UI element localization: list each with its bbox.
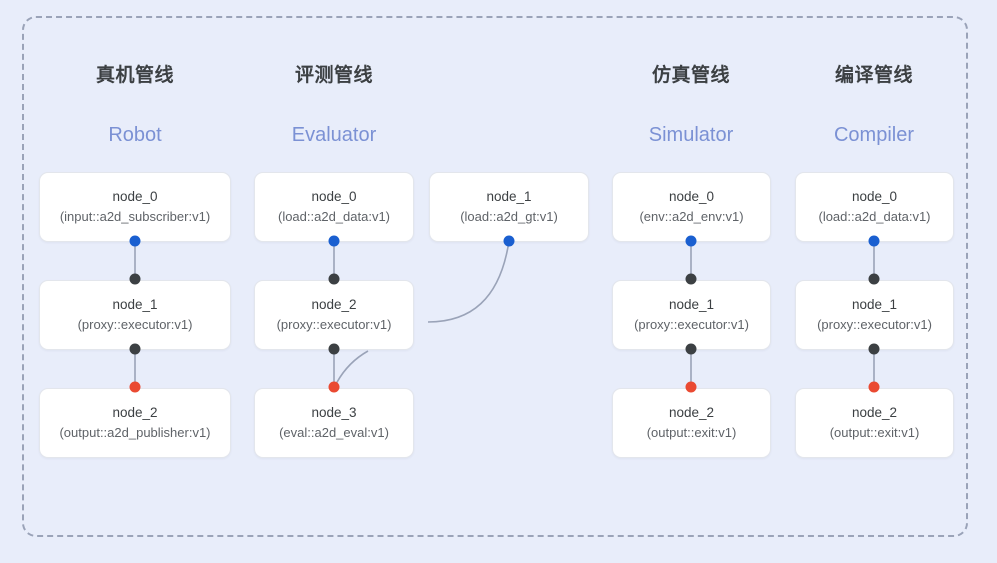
column-title-evaluator: 评测管线 [294, 65, 373, 86]
node-spec: (input::a2d_subscriber:v1) [59, 208, 211, 224]
port-compiler-0-out[interactable] [868, 235, 880, 247]
column-subtitle-evaluator: Evaluator [291, 124, 377, 146]
node-robot-1[interactable]: node_1 (proxy::executor:v1) [39, 280, 231, 350]
node-name: node_2 [311, 297, 357, 313]
port-evaluator-3-in[interactable] [328, 381, 340, 393]
node-spec: (output::exit:v1) [646, 424, 737, 440]
node-simulator-1[interactable]: node_1 (proxy::executor:v1) [612, 280, 771, 350]
node-name: node_0 [668, 189, 715, 205]
edge-eval-2-3-curve [334, 350, 369, 387]
node-compiler-0[interactable]: node_0 (load::a2d_data:v1) [795, 172, 954, 242]
column-title-robot: 真机管线 [95, 65, 174, 86]
port-evaluator-2-in[interactable] [328, 273, 340, 285]
column-subtitle-robot: Robot [108, 124, 162, 146]
node-name: node_0 [112, 189, 158, 205]
node-spec: (env::a2d_env:v1) [639, 208, 744, 224]
port-simulator-1-in[interactable] [685, 273, 697, 285]
node-spec: (eval::a2d_eval:v1) [279, 424, 389, 440]
port-compiler-2-in[interactable] [868, 381, 880, 393]
node-name: node_2 [668, 405, 715, 421]
node-evaluator-2[interactable]: node_2 (proxy::executor:v1) [254, 280, 414, 350]
node-compiler-1[interactable]: node_1 (proxy::executor:v1) [795, 280, 954, 350]
column-title-compiler: 编译管线 [834, 65, 913, 86]
node-name: node_0 [851, 189, 898, 205]
port-simulator-2-in[interactable] [685, 381, 697, 393]
node-spec: (load::a2d_data:v1) [818, 208, 931, 224]
node-spec: (load::a2d_gt:v1) [460, 208, 558, 224]
node-evaluator-1[interactable]: node_1 (load::a2d_gt:v1) [429, 172, 589, 242]
node-robot-0[interactable]: node_0 (input::a2d_subscriber:v1) [39, 172, 231, 242]
node-spec: (proxy::executor:v1) [634, 316, 749, 332]
node-evaluator-0[interactable]: node_0 (load::a2d_data:v1) [254, 172, 414, 242]
edge-eval-gt-to-2 [427, 240, 510, 323]
node-evaluator-3[interactable]: node_3 (eval::a2d_eval:v1) [254, 388, 414, 458]
node-spec: (proxy::executor:v1) [817, 316, 932, 332]
port-robot-1-out[interactable] [129, 343, 141, 355]
node-name: node_3 [311, 405, 357, 421]
port-evaluator-0-out[interactable] [328, 235, 340, 247]
node-name: node_2 [851, 405, 898, 421]
node-spec: (proxy::executor:v1) [276, 316, 392, 332]
port-compiler-1-out[interactable] [868, 343, 880, 355]
port-robot-2-in[interactable] [129, 381, 141, 393]
port-simulator-0-out[interactable] [685, 235, 697, 247]
node-name: node_2 [112, 405, 158, 421]
node-name: node_1 [851, 297, 898, 313]
port-robot-0-out[interactable] [129, 235, 141, 247]
node-robot-2[interactable]: node_2 (output::a2d_publisher:v1) [39, 388, 231, 458]
port-simulator-1-out[interactable] [685, 343, 697, 355]
node-name: node_1 [486, 189, 532, 205]
column-subtitle-simulator: Simulator [648, 124, 734, 146]
node-name: node_1 [668, 297, 715, 313]
column-subtitle-compiler: Compiler [833, 124, 915, 146]
column-title-simulator: 仿真管线 [651, 65, 730, 86]
port-evaluator-2-out[interactable] [328, 343, 340, 355]
port-robot-1-in[interactable] [129, 273, 141, 285]
node-spec: (output::a2d_publisher:v1) [59, 424, 211, 440]
node-spec: (output::exit:v1) [829, 424, 920, 440]
node-spec: (load::a2d_data:v1) [277, 208, 391, 224]
node-simulator-2[interactable]: node_2 (output::exit:v1) [612, 388, 771, 458]
node-simulator-0[interactable]: node_0 (env::a2d_env:v1) [612, 172, 771, 242]
node-compiler-2[interactable]: node_2 (output::exit:v1) [795, 388, 954, 458]
port-evaluator-1-out[interactable] [503, 235, 515, 247]
port-compiler-1-in[interactable] [868, 273, 880, 285]
node-name: node_1 [112, 297, 158, 313]
node-name: node_0 [311, 189, 357, 205]
diagram-dashed-frame [22, 16, 968, 537]
node-spec: (proxy::executor:v1) [77, 316, 193, 332]
